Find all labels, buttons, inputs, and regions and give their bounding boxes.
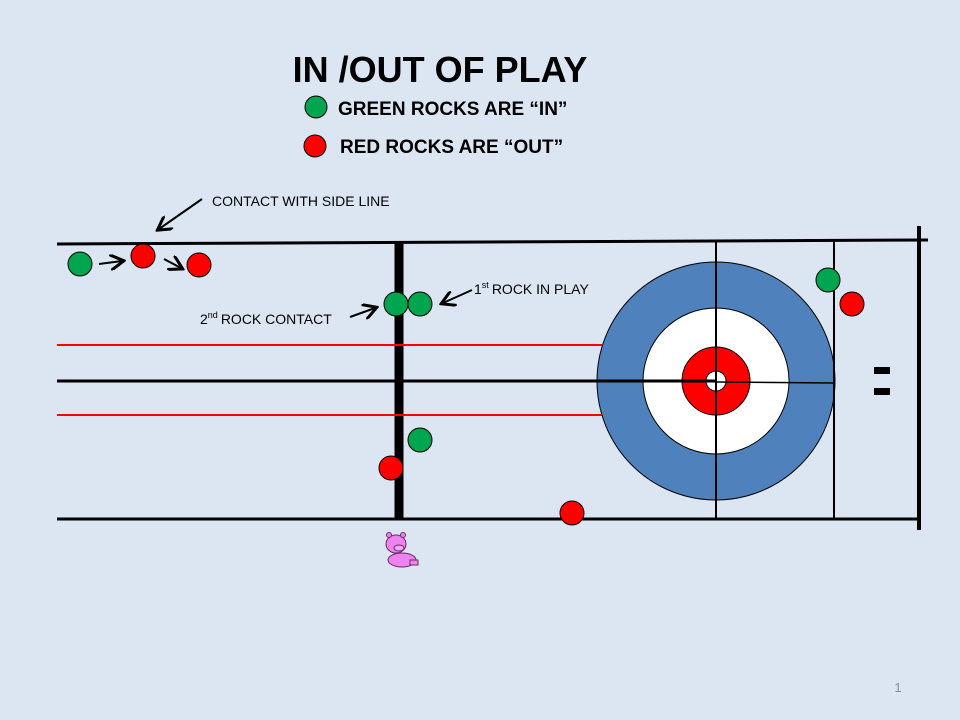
hack-mark [874,367,890,374]
red-rock [186,252,212,278]
green-rock [67,251,93,277]
rocks [67,243,865,526]
arrow-icon [443,289,473,303]
arrows [98,198,473,317]
pig-icon [385,532,419,568]
red-rock [378,455,404,481]
red-rock [839,291,865,317]
red-rock [130,243,156,269]
page-title: IN /OUT OF PLAY [293,49,588,90]
side-line-label: CONTACT WITH SIDE LINE [212,193,390,209]
arrow-icon [98,261,122,264]
green-rock [815,267,841,293]
legend-green-rock [304,95,328,119]
legend-red-text: RED ROCKS ARE “OUT” [340,137,563,158]
arrow-icon [159,198,203,229]
arrow-icon [349,308,375,317]
red-rock [559,500,585,526]
top-side-line [56,238,929,246]
green-rock [407,291,433,317]
hack-mark [874,388,890,395]
arrow-icon [163,259,181,268]
green-rock [407,427,433,453]
legend-red-rock [303,134,327,158]
green-rock [383,291,409,317]
legend: GREEN ROCKS ARE “IN” RED ROCKS ARE “OUT” [303,95,567,158]
legend-green-text: GREEN ROCKS ARE “IN” [338,99,567,120]
page-number: 1 [894,680,901,695]
